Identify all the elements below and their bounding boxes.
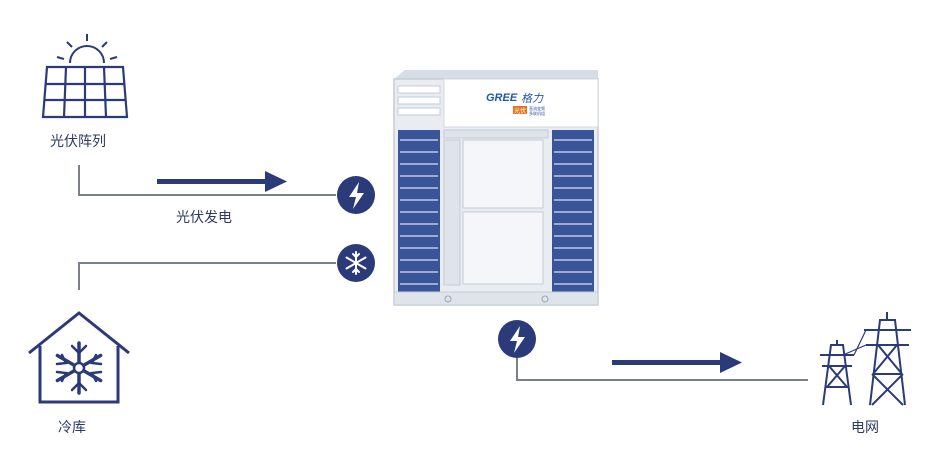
snowflake-icon: [337, 244, 375, 282]
unit-to-cold-line: [78, 262, 336, 290]
unit-badge: 光伏: [514, 107, 526, 115]
arrow-right-icon: [157, 171, 287, 192]
unit-badge-sub1: 直流变频: [529, 105, 545, 111]
house-snowflake-icon: [28, 311, 130, 404]
power-tower-icon: [820, 312, 911, 406]
bolt-icon: [498, 320, 536, 358]
arrow-right-icon: [612, 352, 742, 373]
bolt-icon: [337, 176, 375, 214]
brand-logo: GREE: [486, 92, 518, 104]
series-logo: 格力: [521, 92, 544, 105]
connector-lines: [78, 165, 808, 381]
cold-storage-label: 冷库: [58, 420, 86, 436]
pv-generation-label: 光伏发电: [176, 210, 232, 226]
sun-icon: [56, 34, 118, 64]
grid-label: 电网: [851, 420, 879, 436]
unit-badge-sub2: 多联机组: [529, 110, 545, 116]
unit-to-grid-line: [516, 356, 808, 381]
solar-panel-icon: [41, 65, 129, 119]
pv-to-unit-line: [78, 165, 336, 196]
hvac-outdoor-unit: GREE 格力 光伏 直流变频 多联机组: [393, 70, 599, 306]
pv-array-label: 光伏阵列: [50, 134, 106, 150]
